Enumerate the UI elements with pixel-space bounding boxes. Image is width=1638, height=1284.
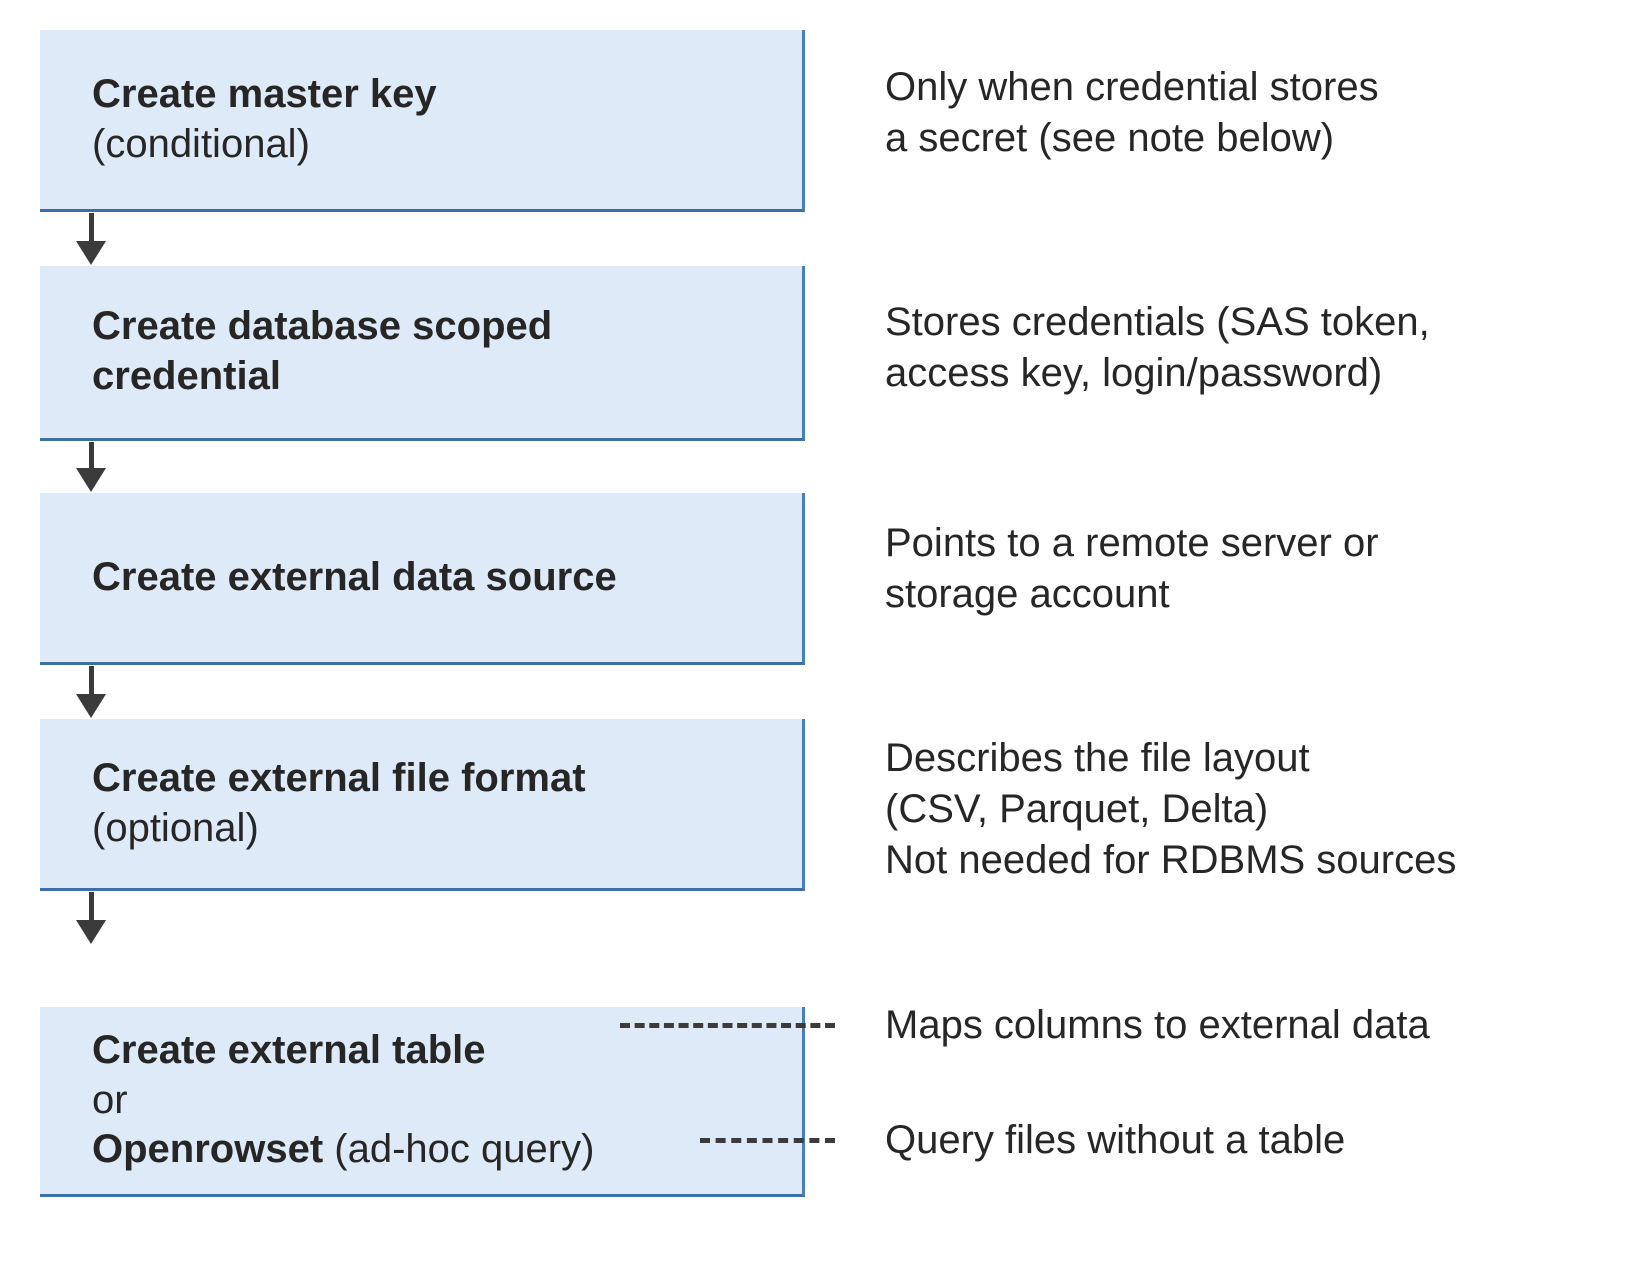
step-box-text: Create external table or Openrowset (ad-… xyxy=(40,1026,802,1175)
step-box-text: Create database scoped credential xyxy=(40,302,802,401)
annotation-line: Maps columns to external data xyxy=(885,1003,1430,1047)
arrow-down-icon-4 xyxy=(76,892,106,944)
step-box-text: Create external file format (optional) xyxy=(40,754,802,853)
step-subtitle: (conditional) xyxy=(92,121,310,166)
step-box-create-external-file-format[interactable]: Create external file format (optional) xyxy=(40,719,805,891)
annotation-create-external-data-source: Points to a remote server or storage acc… xyxy=(885,518,1625,620)
step-box-create-external-data-source[interactable]: Create external data source xyxy=(40,493,805,665)
step-alt-title: Openrowset (ad-hoc query) xyxy=(92,1125,786,1175)
step-title: Create database scoped xyxy=(92,304,553,349)
step-separator: or xyxy=(92,1077,128,1122)
step-title: Create external file format xyxy=(92,755,586,800)
annotation-line: (CSV, Parquet, Delta) xyxy=(885,787,1269,832)
annotation-create-database-scoped-credential: Stores credentials (SAS token, access ke… xyxy=(885,297,1625,399)
step-title-line2: credential xyxy=(92,354,281,398)
step-box-text: Create external data source xyxy=(40,553,802,603)
annotation-line: Describes the file layout xyxy=(885,736,1310,780)
annotation-line: Stores credentials (SAS token, xyxy=(885,300,1430,344)
step-box-create-external-table-or-openrowset[interactable]: Create external table or Openrowset (ad-… xyxy=(40,1007,805,1197)
annotation-line: access key, login/password) xyxy=(885,351,1383,396)
arrow-down-icon-1 xyxy=(76,213,106,265)
step-box-text: Create master key (conditional) xyxy=(40,70,802,169)
step-title: Create master key xyxy=(92,71,437,116)
step-box-create-master-key[interactable]: Create master key (conditional) xyxy=(40,30,805,212)
annotation-create-master-key: Only when credential stores a secret (se… xyxy=(885,62,1625,164)
arrow-down-icon-3 xyxy=(76,666,106,718)
dashed-leader-openrowset xyxy=(700,1138,835,1143)
annotation-line: Query files without a table xyxy=(885,1118,1346,1162)
annotation-openrowset: Query files without a table xyxy=(885,1115,1625,1166)
step-alt-title-bold: Openrowset xyxy=(92,1127,324,1172)
annotation-line: Points to a remote server or xyxy=(885,521,1379,565)
annotation-line: storage account xyxy=(885,572,1170,617)
step-title: Create external table xyxy=(92,1028,486,1073)
annotation-line: Only when credential stores xyxy=(885,65,1379,109)
step-alt-title-rest: (ad-hoc query) xyxy=(323,1127,595,1172)
step-title: Create external data source xyxy=(92,554,617,599)
annotation-line: Not needed for RDBMS sources xyxy=(885,838,1457,883)
annotation-line: a secret (see note below) xyxy=(885,116,1335,161)
annotation-create-external-file-format: Describes the file layout (CSV, Parquet,… xyxy=(885,733,1625,887)
dashed-leader-external-table xyxy=(620,1023,835,1028)
step-subtitle: (optional) xyxy=(92,805,259,850)
arrow-down-icon-2 xyxy=(76,442,106,492)
annotation-external-table: Maps columns to external data xyxy=(885,1000,1625,1051)
step-box-create-database-scoped-credential[interactable]: Create database scoped credential xyxy=(40,266,805,441)
